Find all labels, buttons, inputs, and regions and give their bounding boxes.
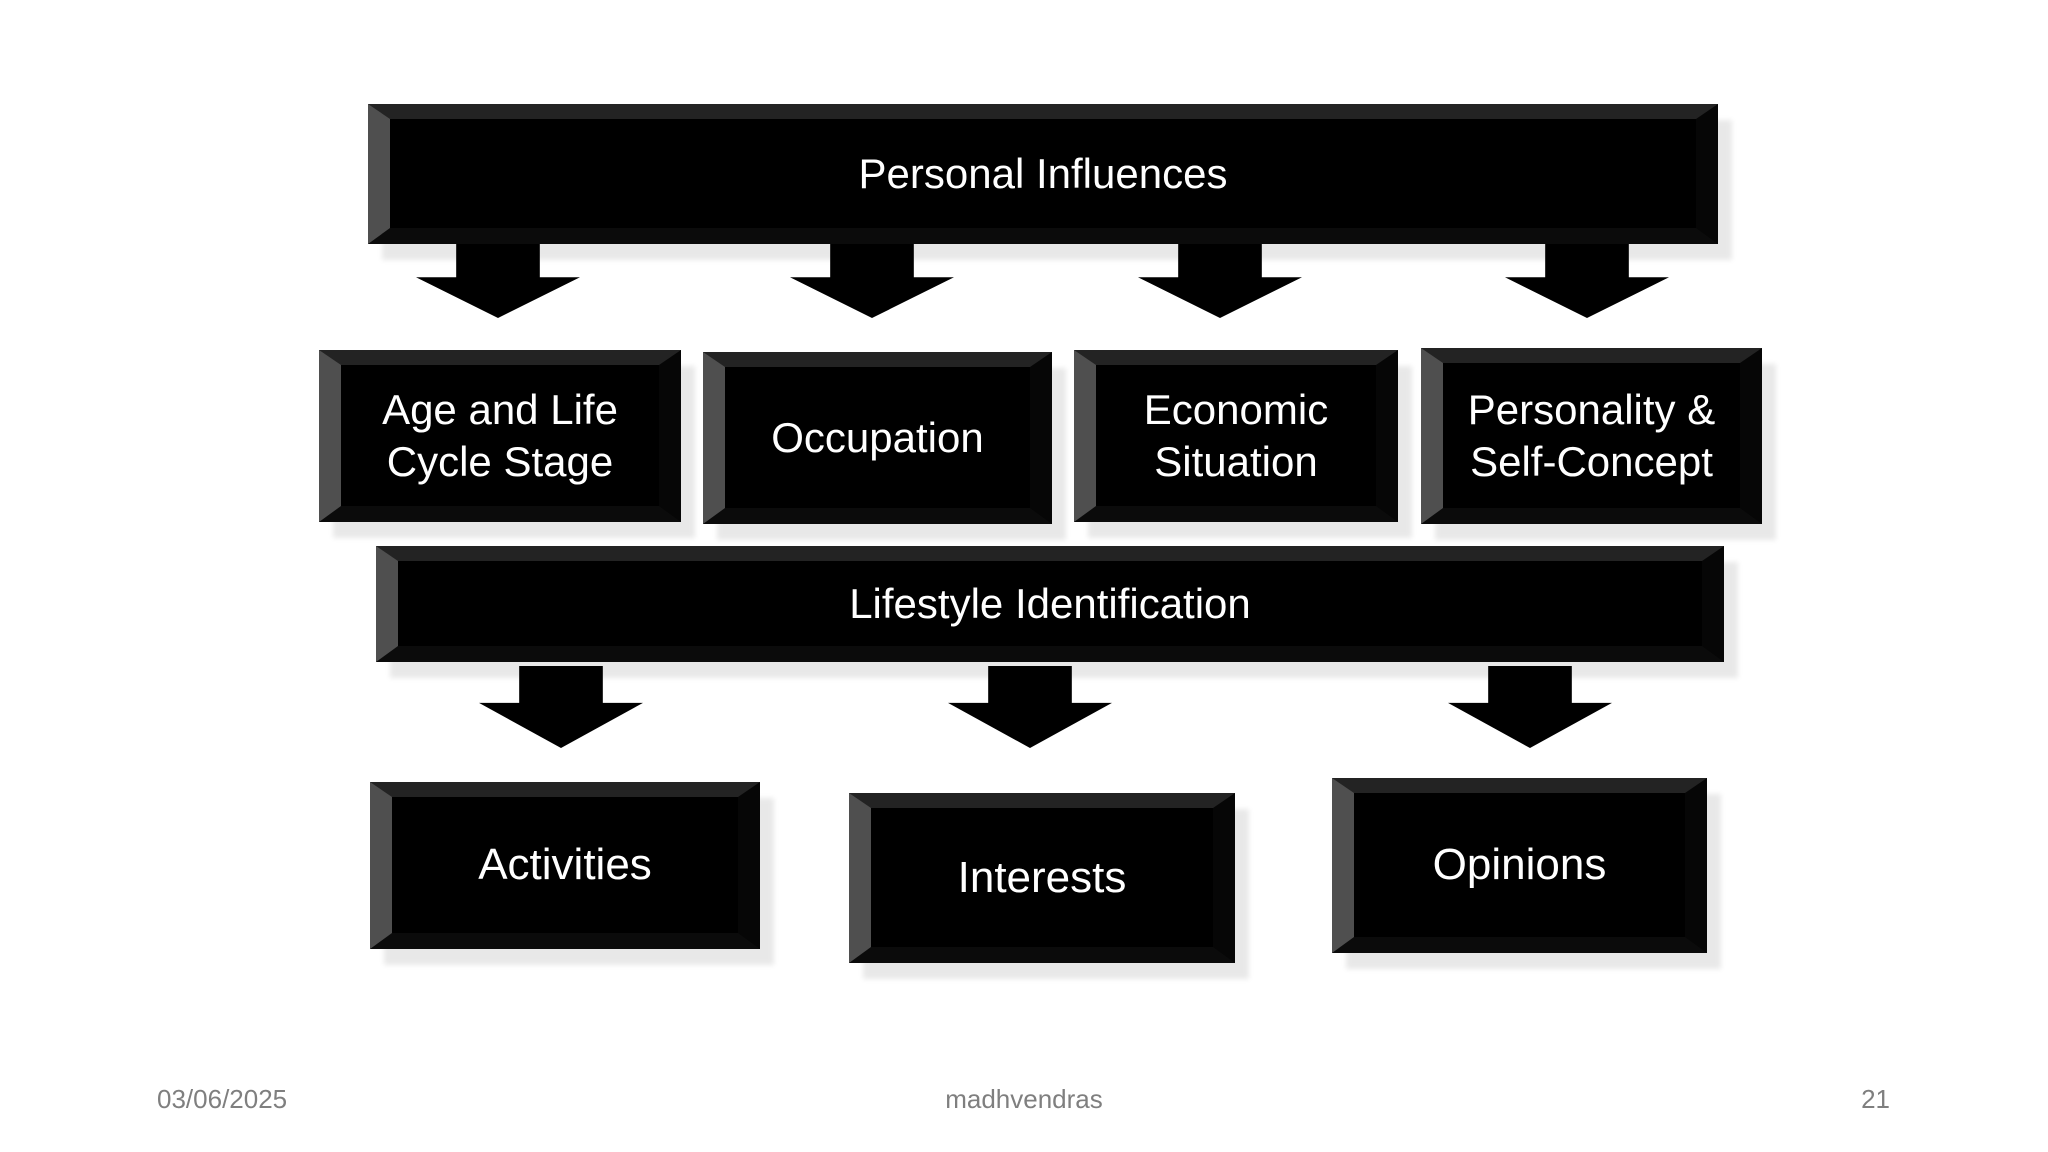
down-arrow-to-personality	[1505, 244, 1669, 318]
economic-situation-label: Economic Situation	[1143, 386, 1329, 485]
interests-label: Interests	[957, 852, 1127, 902]
down-arrow-to-economic	[1138, 244, 1302, 318]
activities-box: Activities	[370, 782, 760, 949]
occupation-label: Occupation	[771, 413, 984, 461]
activities-label: Activities	[478, 840, 652, 890]
economic-situation-box: Economic Situation	[1074, 350, 1398, 522]
lifestyle-identification-label: Lifestyle Identification	[849, 579, 1251, 627]
down-arrow-to-occupation	[790, 244, 954, 318]
opinions-label: Opinions	[1432, 840, 1607, 890]
footer-author: madhvendras	[945, 1084, 1103, 1114]
personality-self-concept-box: Personality & Self-Concept	[1421, 348, 1762, 524]
personal-influences-bar: Personal Influences	[368, 104, 1718, 244]
footer-slide-number: 21	[1861, 1084, 1890, 1114]
down-arrow-to-interests	[948, 666, 1112, 748]
personality-self-concept-label: Personality & Self-Concept	[1467, 386, 1716, 485]
down-arrow-to-age-life	[416, 244, 580, 318]
down-arrow-to-activities	[479, 666, 643, 748]
age-life-cycle-stage-label: Age and Life Cycle Stage	[382, 386, 618, 485]
opinions-box: Opinions	[1332, 778, 1707, 953]
interests-box: Interests	[849, 793, 1235, 963]
occupation-box: Occupation	[703, 352, 1052, 524]
down-arrow-to-opinions	[1448, 666, 1612, 748]
personal-influences-label: Personal Influences	[858, 149, 1228, 197]
age-life-cycle-stage-box: Age and Life Cycle Stage	[319, 350, 681, 522]
footer-date: 03/06/2025	[157, 1084, 288, 1114]
lifestyle-identification-bar: Lifestyle Identification	[376, 546, 1724, 662]
